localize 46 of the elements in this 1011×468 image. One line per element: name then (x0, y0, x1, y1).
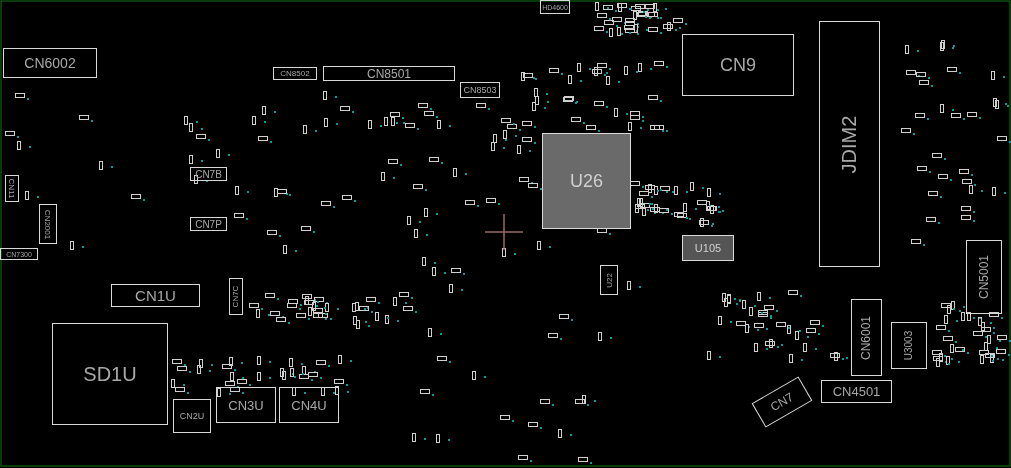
component-outline (3, 48, 97, 78)
reference-designator: U26 (570, 170, 603, 192)
component-outline (542, 133, 631, 229)
component-outline (0, 248, 38, 260)
component-outline (173, 399, 211, 433)
reference-designator: CN1U (135, 287, 176, 304)
reference-designator: U3003 (903, 330, 915, 361)
component-outline (229, 278, 243, 315)
reference-designator: CN7B (195, 168, 222, 180)
reference-designator: CN9 (720, 54, 756, 76)
component-outline (966, 240, 1002, 314)
component-outline (279, 387, 339, 423)
component-outline (891, 322, 927, 369)
reference-designator: CN6002 (24, 55, 76, 71)
component-outline (682, 34, 794, 96)
component-outline (52, 323, 168, 425)
reference-designator: CN7P (195, 218, 222, 230)
component-outline (819, 21, 880, 267)
reference-designator: JDIM2 (838, 115, 861, 173)
reference-designator: U105 (694, 242, 722, 254)
reference-designator: CN7C (231, 285, 241, 308)
reference-designator: CN5001 (977, 255, 991, 299)
component-outline (851, 299, 882, 376)
component-outline (682, 235, 734, 261)
component-outline (821, 380, 892, 403)
reference-designator: CN11 (7, 178, 17, 199)
component-outline (111, 284, 200, 307)
component-outline (216, 387, 276, 423)
component-outline (323, 66, 455, 81)
reference-designator: CN6001 (859, 315, 874, 360)
component-outline (190, 167, 227, 181)
reference-designator: CN4501 (832, 384, 881, 399)
reference-designator: CN3U (228, 397, 264, 413)
reference-designator: CN8501 (367, 66, 411, 81)
reference-designator: SD1U (83, 362, 137, 386)
reference-designator: CN8502 (280, 69, 310, 78)
reference-designator: CN7 (768, 389, 796, 415)
component-outline (39, 204, 57, 244)
reference-designator: U22 (604, 272, 614, 288)
reference-designator: CN2U (179, 411, 205, 421)
reference-designator: CN2001 (43, 209, 53, 239)
component-outline (273, 67, 317, 80)
component-outline (600, 265, 618, 295)
reference-designator: CN8503 (463, 85, 497, 95)
component-outline (190, 217, 227, 231)
reference-designator: CN4U (291, 397, 327, 413)
